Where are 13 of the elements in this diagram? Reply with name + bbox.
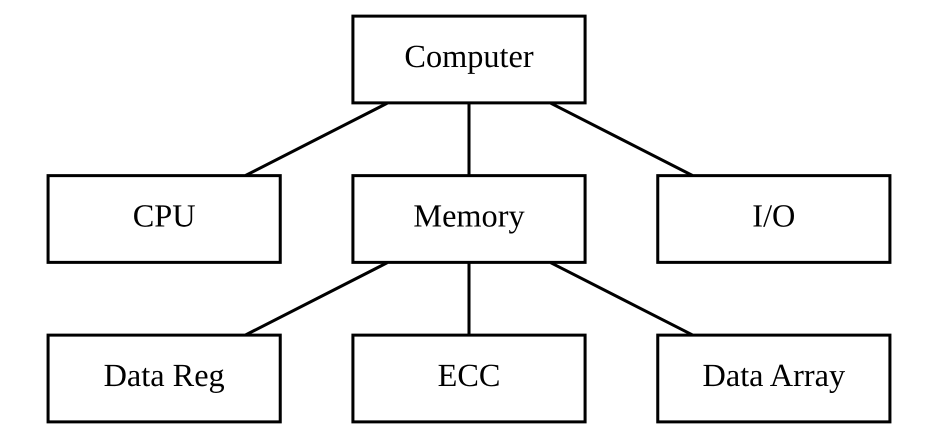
node-box: ECC [351,334,587,424]
connector [244,261,388,336]
connector [550,102,694,177]
connector [550,261,694,336]
node-box: CPU [46,174,282,264]
node-box: Memory [351,174,587,264]
connector [244,102,388,177]
node-box: I/O [656,174,892,264]
connector [467,262,471,335]
node-box: Data Array [656,334,892,424]
node-box: Data Reg [46,334,282,424]
connector [467,103,471,176]
node-box: Computer [351,14,587,104]
